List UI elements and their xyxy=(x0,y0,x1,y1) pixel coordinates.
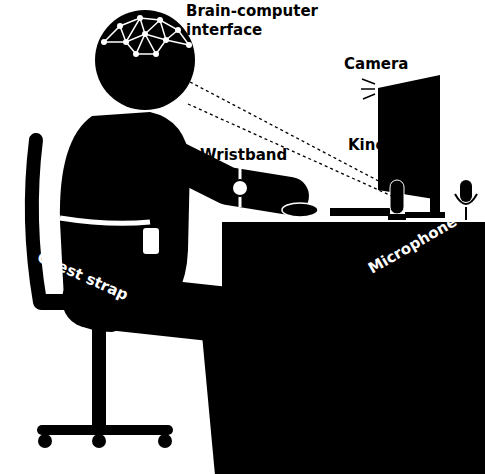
microphone-capsule xyxy=(460,180,472,202)
part-label: Camera xyxy=(344,55,434,74)
chest-strap-sensor xyxy=(143,228,159,254)
microphone-stem xyxy=(465,207,467,220)
part-label: Wristband xyxy=(200,146,310,165)
electrode-network xyxy=(104,18,189,54)
chair-wheel xyxy=(38,434,52,448)
kinect-sensor xyxy=(390,180,404,214)
part-label: Kinect xyxy=(348,136,428,155)
head xyxy=(95,10,195,110)
electrode-dots xyxy=(101,15,192,57)
kinect-base xyxy=(388,214,406,220)
chest-strap-band xyxy=(60,218,150,223)
part-label: Brain-computer interface xyxy=(186,2,336,40)
mouse xyxy=(282,203,318,217)
desk xyxy=(222,222,485,474)
chair-wheel xyxy=(92,434,106,448)
camera-light xyxy=(361,79,375,99)
gaze-line xyxy=(190,82,392,188)
keyboard xyxy=(330,208,390,216)
chair-base xyxy=(42,425,168,435)
microphone-holder xyxy=(455,194,477,204)
chair-wheel xyxy=(158,434,172,448)
monitor-stand xyxy=(430,190,440,215)
wristband-sensor xyxy=(232,180,248,196)
chair-back xyxy=(32,140,40,302)
monitor-base xyxy=(405,212,445,218)
